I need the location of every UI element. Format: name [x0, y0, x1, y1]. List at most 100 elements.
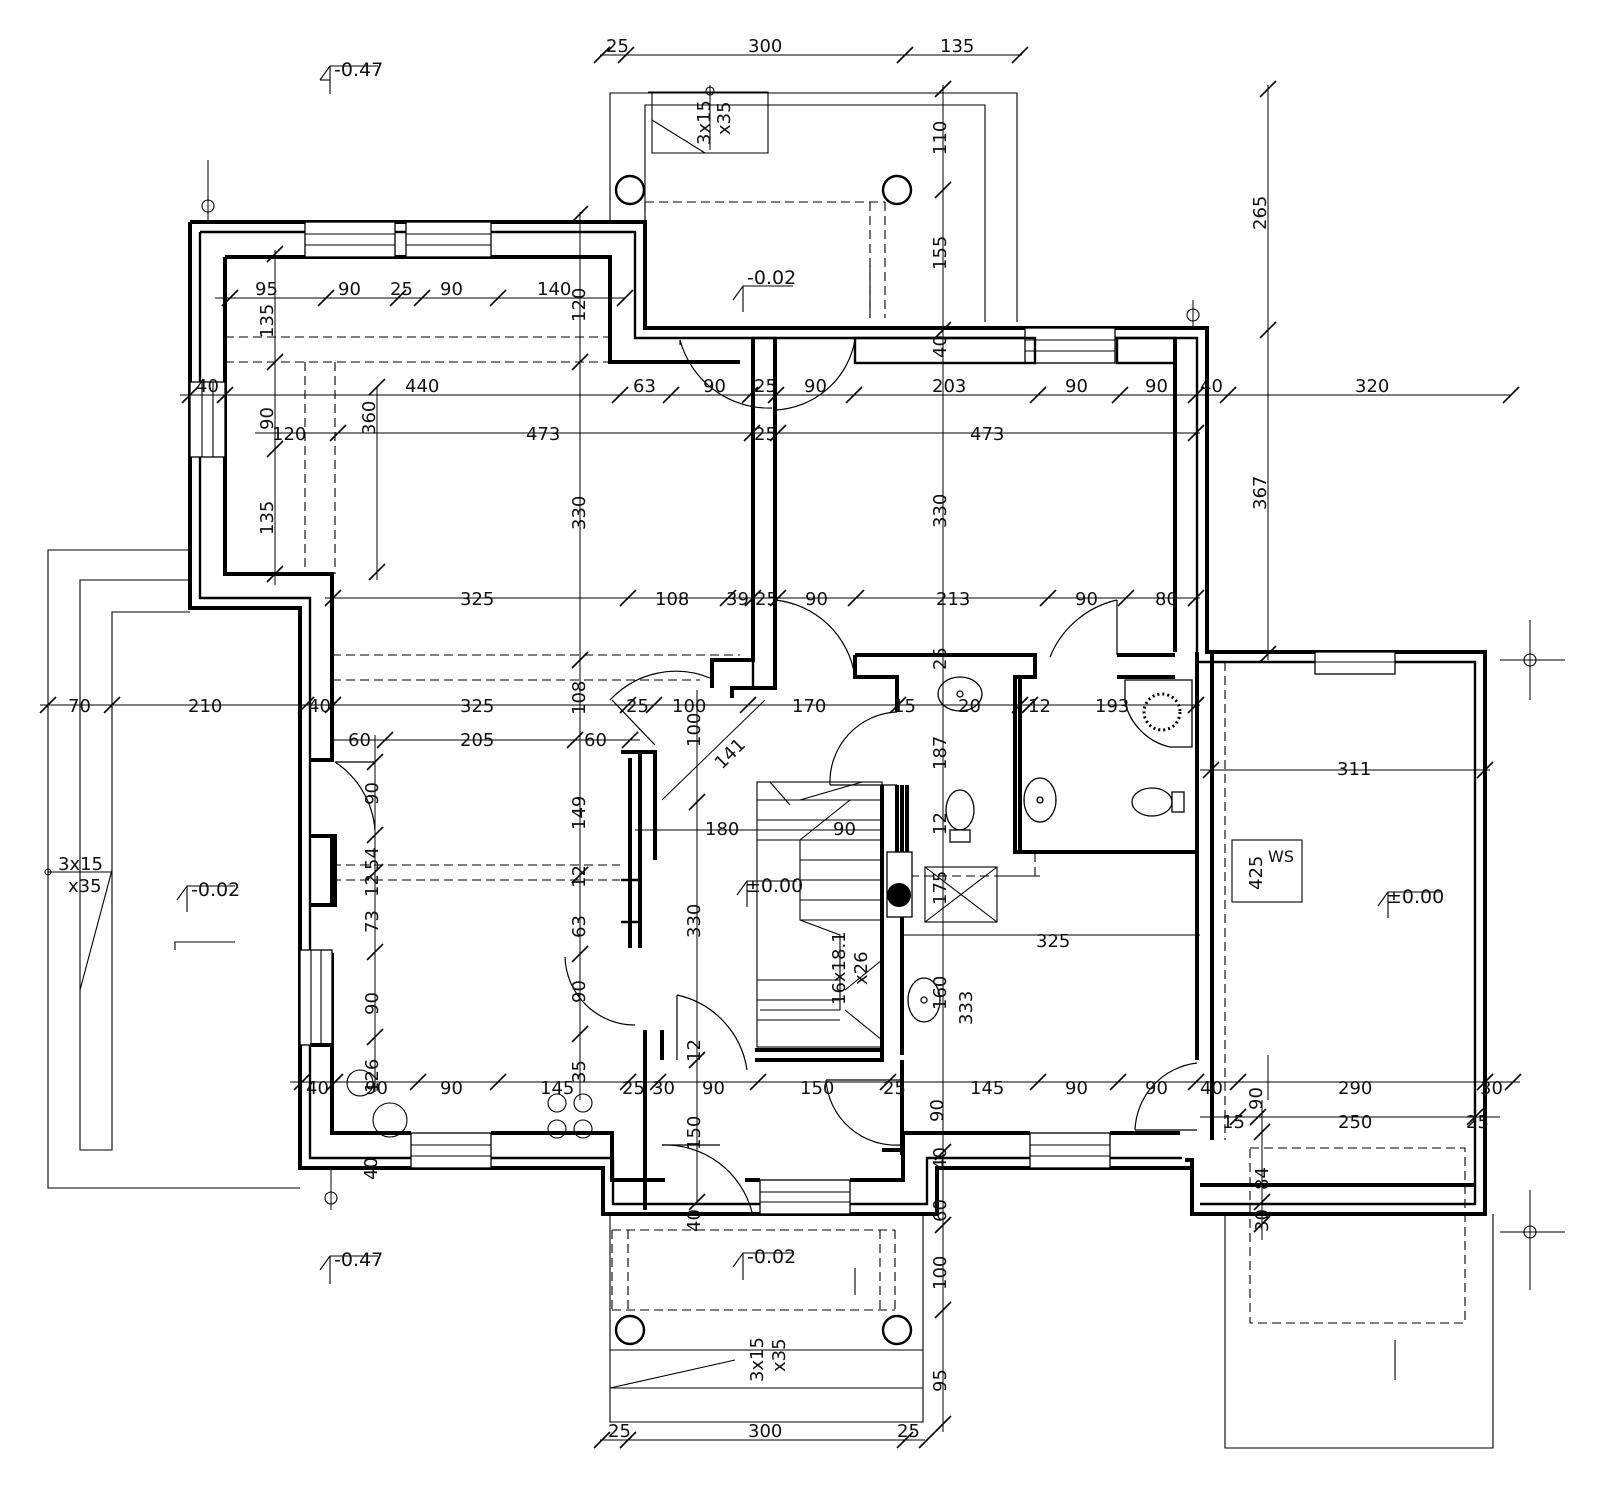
- dim-label: 135: [940, 36, 974, 57]
- dim-label: 90: [1145, 1078, 1168, 1099]
- dim-label: 90: [362, 992, 383, 1015]
- level-garage: ±0.00: [1386, 886, 1444, 908]
- dim-label: 120: [569, 288, 590, 322]
- dim-label: 141: [711, 734, 750, 773]
- dim-label: 150: [800, 1078, 834, 1099]
- dim-label: 40: [306, 1078, 329, 1099]
- dim-text-mid-vertical: 330 25 187 12 175 160 333 40 60 100 95: [930, 494, 977, 1392]
- dim-label: 90: [833, 819, 856, 840]
- level-porch-top: -0.02: [747, 267, 796, 289]
- dim-label: 90: [703, 376, 726, 397]
- dim-label: 330: [569, 496, 590, 530]
- dim-label: 330: [930, 494, 951, 528]
- dim-label: 30: [652, 1078, 675, 1099]
- dim-label: 126: [362, 1059, 383, 1093]
- stair-porch-bottom-steps: 3x15: [747, 1337, 768, 1382]
- dim-label: 160: [930, 976, 951, 1010]
- dim-text-left-vertical-d: 90 54 12 73 90 126: [362, 782, 383, 1093]
- dim-label: 140: [537, 279, 571, 300]
- dim-label: 90: [1145, 376, 1168, 397]
- dim-label: 70: [68, 696, 91, 717]
- dim-label: 473: [970, 424, 1004, 445]
- dim-label: 193: [1095, 696, 1129, 717]
- dim-label: 12: [362, 874, 383, 897]
- dim-label: 30: [1252, 1209, 1273, 1232]
- dim-label: 320: [1355, 376, 1389, 397]
- stair-porch-top-steps: 3x15: [694, 100, 715, 145]
- dim-label: 25: [755, 589, 778, 610]
- dim-label: 100: [930, 1256, 951, 1290]
- dimension-lines: [40, 54, 1565, 1441]
- dim-label: 63: [633, 376, 656, 397]
- dim-label: 290: [1338, 1078, 1372, 1099]
- dim-label: 40: [684, 1209, 705, 1232]
- dim-label: 40: [196, 376, 219, 397]
- dim-label: 440: [405, 376, 439, 397]
- interior-walls: [310, 336, 1214, 1210]
- dim-label: 84: [1252, 1167, 1273, 1190]
- dim-label: 25: [897, 1421, 920, 1442]
- fixtures: [346, 676, 1303, 1139]
- dim-label: 333: [956, 991, 977, 1025]
- dim-label: 311: [1337, 759, 1371, 780]
- dim-text-left-vertical-c: 120 330 108 149 12 63 90 35: [569, 288, 590, 1083]
- dim-label: 90: [805, 589, 828, 610]
- dim-label: 265: [1250, 196, 1271, 230]
- dim-text-left-vertical-a: 135 90 135: [257, 304, 278, 535]
- dim-text-row-755: 311: [1337, 759, 1371, 780]
- dim-label: 60: [584, 730, 607, 751]
- dim-label: 108: [655, 589, 689, 610]
- dim-label: 40: [930, 335, 951, 358]
- dim-label: 20: [958, 696, 981, 717]
- stair-porch-top-tread: x35: [714, 101, 735, 135]
- dim-label: 25: [754, 424, 777, 445]
- dim-label: 187: [930, 736, 951, 770]
- washtub-label: WS: [1268, 847, 1294, 866]
- dim-text-left-vertical-b: 360: [359, 401, 380, 435]
- dim-label: 175: [930, 871, 951, 905]
- dim-label: 100: [672, 696, 706, 717]
- level-porch-bottom: -0.02: [747, 1246, 796, 1268]
- dim-label: 300: [748, 1421, 782, 1442]
- dim-label: 80: [1155, 589, 1178, 610]
- dim-text-row-395: 40 440 63 90 25 90 203 90 90 40 320: [196, 376, 1389, 397]
- dim-label: 150: [684, 1116, 705, 1150]
- dim-text-row-290: 95 90 25 90 140: [255, 279, 571, 300]
- dim-label: 205: [460, 730, 494, 751]
- dim-label: 90: [927, 1099, 948, 1122]
- dim-label: 180: [705, 819, 739, 840]
- dim-label: 40: [1200, 1078, 1223, 1099]
- dim-label: 12: [1028, 696, 1051, 717]
- dim-text-left-vertical-e: 40: [361, 1157, 382, 1180]
- dim-label: 90: [365, 1078, 388, 1099]
- stair-labels: 3x15 x35 3x15 x35 3x15 x35 16x18.1 x26: [58, 100, 872, 1382]
- dim-label: 149: [569, 796, 590, 830]
- dimension-ticks: [39, 46, 1522, 1449]
- dim-label: 95: [255, 279, 278, 300]
- dim-label: 15: [1222, 1112, 1245, 1133]
- dim-text-right-vertical: 265 367: [1250, 196, 1271, 510]
- stair-main-tread: x26: [851, 951, 872, 985]
- dim-label: 60: [930, 1199, 951, 1222]
- dim-text-row-815: 180 90: [705, 819, 856, 840]
- dim-text-row-925: 325: [1036, 931, 1070, 952]
- dim-label: 12: [930, 812, 951, 835]
- stair-terrace-steps: 3x15: [58, 854, 103, 875]
- dim-label: 145: [540, 1078, 574, 1099]
- stair-porch-bottom-tread: x35: [769, 1338, 790, 1372]
- dim-label: 25: [608, 1421, 631, 1442]
- dim-label: 325: [460, 589, 494, 610]
- dim-label: 210: [188, 696, 222, 717]
- stair-terrace-tread: x35: [68, 876, 102, 897]
- dim-label: 90: [362, 782, 383, 805]
- washtub-dim: 425: [1246, 856, 1267, 890]
- porches: [47, 91, 1494, 1449]
- dim-label: 90: [338, 279, 361, 300]
- dim-label: 367: [1250, 476, 1271, 510]
- dim-text-row-695: 70 210 40 325 25 100 170 15 20 12 193: [68, 696, 1129, 717]
- dim-label: 40: [308, 696, 331, 717]
- dim-text-porch-top-vertical: 110 155 40: [930, 121, 951, 358]
- level-labels: -0.47 -0.47 -0.02 -0.02 -0.02 ±0.00 ±0.0…: [191, 59, 1444, 1271]
- dim-text-row-1105: 15 250 25: [1222, 1112, 1489, 1133]
- dim-label: 25: [626, 696, 649, 717]
